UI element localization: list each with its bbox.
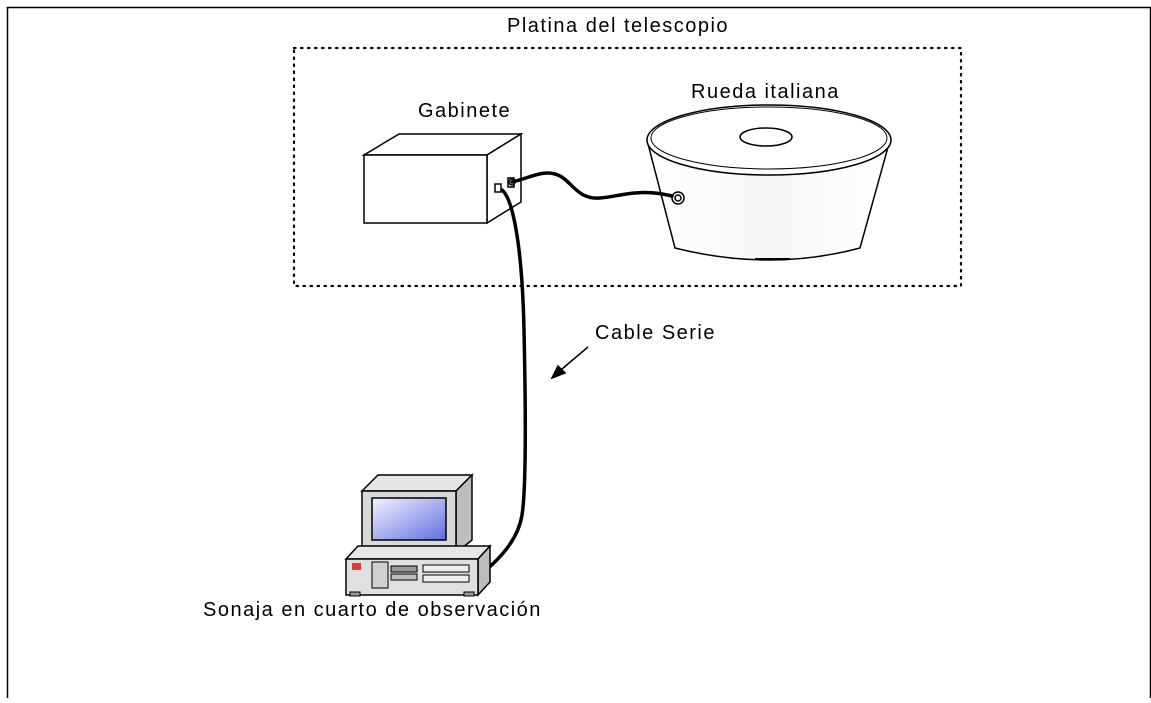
wheel-label: Rueda italiana	[691, 81, 840, 103]
monitor-screen	[371, 497, 447, 541]
platform-boundary	[292, 46, 963, 288]
cabinet-label: Gabinete	[418, 100, 511, 122]
italian-wheel	[646, 104, 892, 261]
computer	[344, 473, 492, 597]
cabinet-box	[361, 132, 524, 225]
cable-pointer-arrow	[550, 346, 589, 380]
computer-label: Sonaja en cuarto de observación	[203, 599, 542, 621]
serial-cable	[482, 188, 528, 574]
cable-label: Cable Serie	[595, 322, 716, 344]
red-badge	[352, 563, 361, 570]
platform-label: Platina del telescopio	[507, 15, 729, 37]
outer-frame	[6, 6, 1151, 703]
cabinet-to-wheel-cable	[510, 171, 674, 200]
